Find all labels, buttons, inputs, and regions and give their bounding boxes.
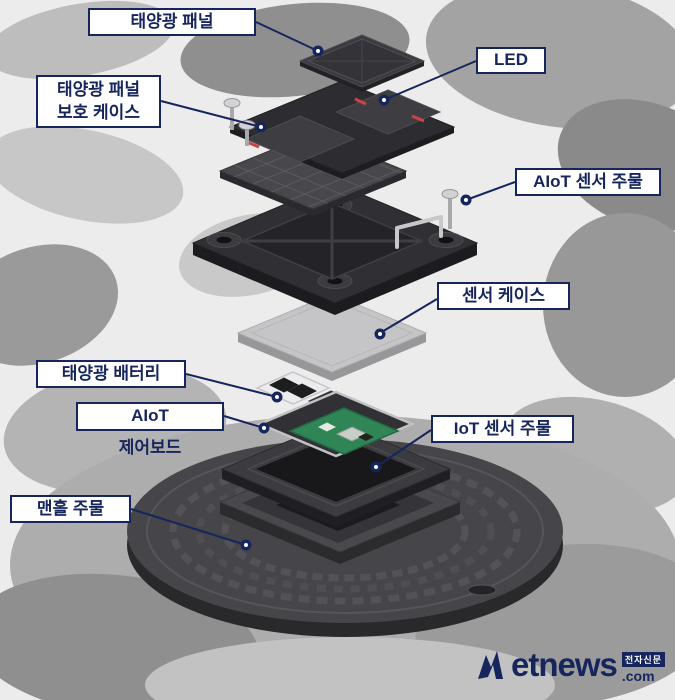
leader-line-sensor-case — [379, 298, 438, 334]
label-iot-sensor-casting-text: IoT 센서 주물 — [453, 418, 552, 438]
label-iot-sensor-casting: IoT 센서 주물 — [431, 415, 574, 443]
etnews-logo: etnews 전자신문 .com — [476, 646, 665, 684]
label-aiot-sensor-casting-text: AIoT 센서 주물 — [533, 171, 643, 191]
battery-cell — [287, 383, 317, 399]
manhole-lift-slot — [467, 584, 497, 596]
leader-line-solar-battery — [185, 373, 278, 398]
etnews-logo-icon — [478, 651, 503, 679]
screws — [223, 98, 459, 229]
pcb-component — [318, 422, 336, 432]
label-aiot-sensor-casting: AIoT 센서 주물 — [515, 168, 661, 196]
screw — [245, 126, 249, 146]
etnews-logo-text: etnews — [511, 646, 618, 683]
label-solar-battery-text: 태양광 배터리 — [61, 363, 161, 383]
label-solar-panel-text: 태양광 패널 — [130, 11, 214, 31]
label-manhole-casting-text: 맨홀 주물 — [36, 498, 105, 518]
leader-line-aiot-board — [223, 415, 265, 429]
label-led-text: LED — [494, 50, 528, 70]
label-solar-battery: 태양광 배터리 — [36, 360, 186, 388]
label-protect-case-line2: 보호 케이스 — [57, 102, 140, 122]
anchor-dots — [240, 45, 472, 551]
leader-lines — [130, 21, 516, 546]
label-aiot-board-line2: 제어보드 — [76, 433, 224, 458]
label-sensor-case-text: 센서 케이스 — [462, 285, 545, 305]
label-led: LED — [476, 47, 546, 74]
pcb-component — [358, 433, 374, 441]
electronics-cluster-3d — [255, 371, 416, 458]
etnews-logo-suffix-block: 전자신문 .com — [621, 649, 665, 684]
iot-sensor-casting-3d — [220, 420, 452, 527]
etnews-logo-tagline: 전자신문 — [621, 652, 665, 667]
protective-case-3d — [228, 80, 456, 179]
label-aiot-board-line2-text: 제어보드 — [118, 438, 182, 457]
lift-handle — [395, 215, 443, 249]
solar-panel-3d — [298, 34, 426, 92]
leader-line-manhole — [130, 508, 247, 546]
screw — [230, 104, 234, 130]
aiot-sensor-casting-3d — [191, 182, 479, 315]
screw — [448, 195, 452, 229]
label-protect-case-line1: 태양광 패널 — [57, 80, 140, 100]
label-manhole-casting: 맨홀 주물 — [10, 495, 131, 523]
leader-line-aiot-casting — [465, 181, 516, 201]
label-protect-case: 태양광 패널 보호 케이스 — [36, 75, 161, 128]
leader-line-solar-panel — [255, 21, 319, 52]
label-solar-panel: 태양광 패널 — [88, 8, 256, 36]
label-aiot-board: AIoT — [76, 402, 224, 431]
leader-line-protect-case — [160, 100, 262, 128]
label-aiot-board-line1: AIoT — [131, 406, 169, 426]
label-sensor-case: 센서 케이스 — [437, 282, 570, 310]
sensor-case-3d — [236, 293, 428, 381]
leader-line-led — [383, 60, 477, 101]
etnews-logo-com: .com — [621, 668, 655, 684]
leader-line-iot-casting — [375, 429, 432, 468]
